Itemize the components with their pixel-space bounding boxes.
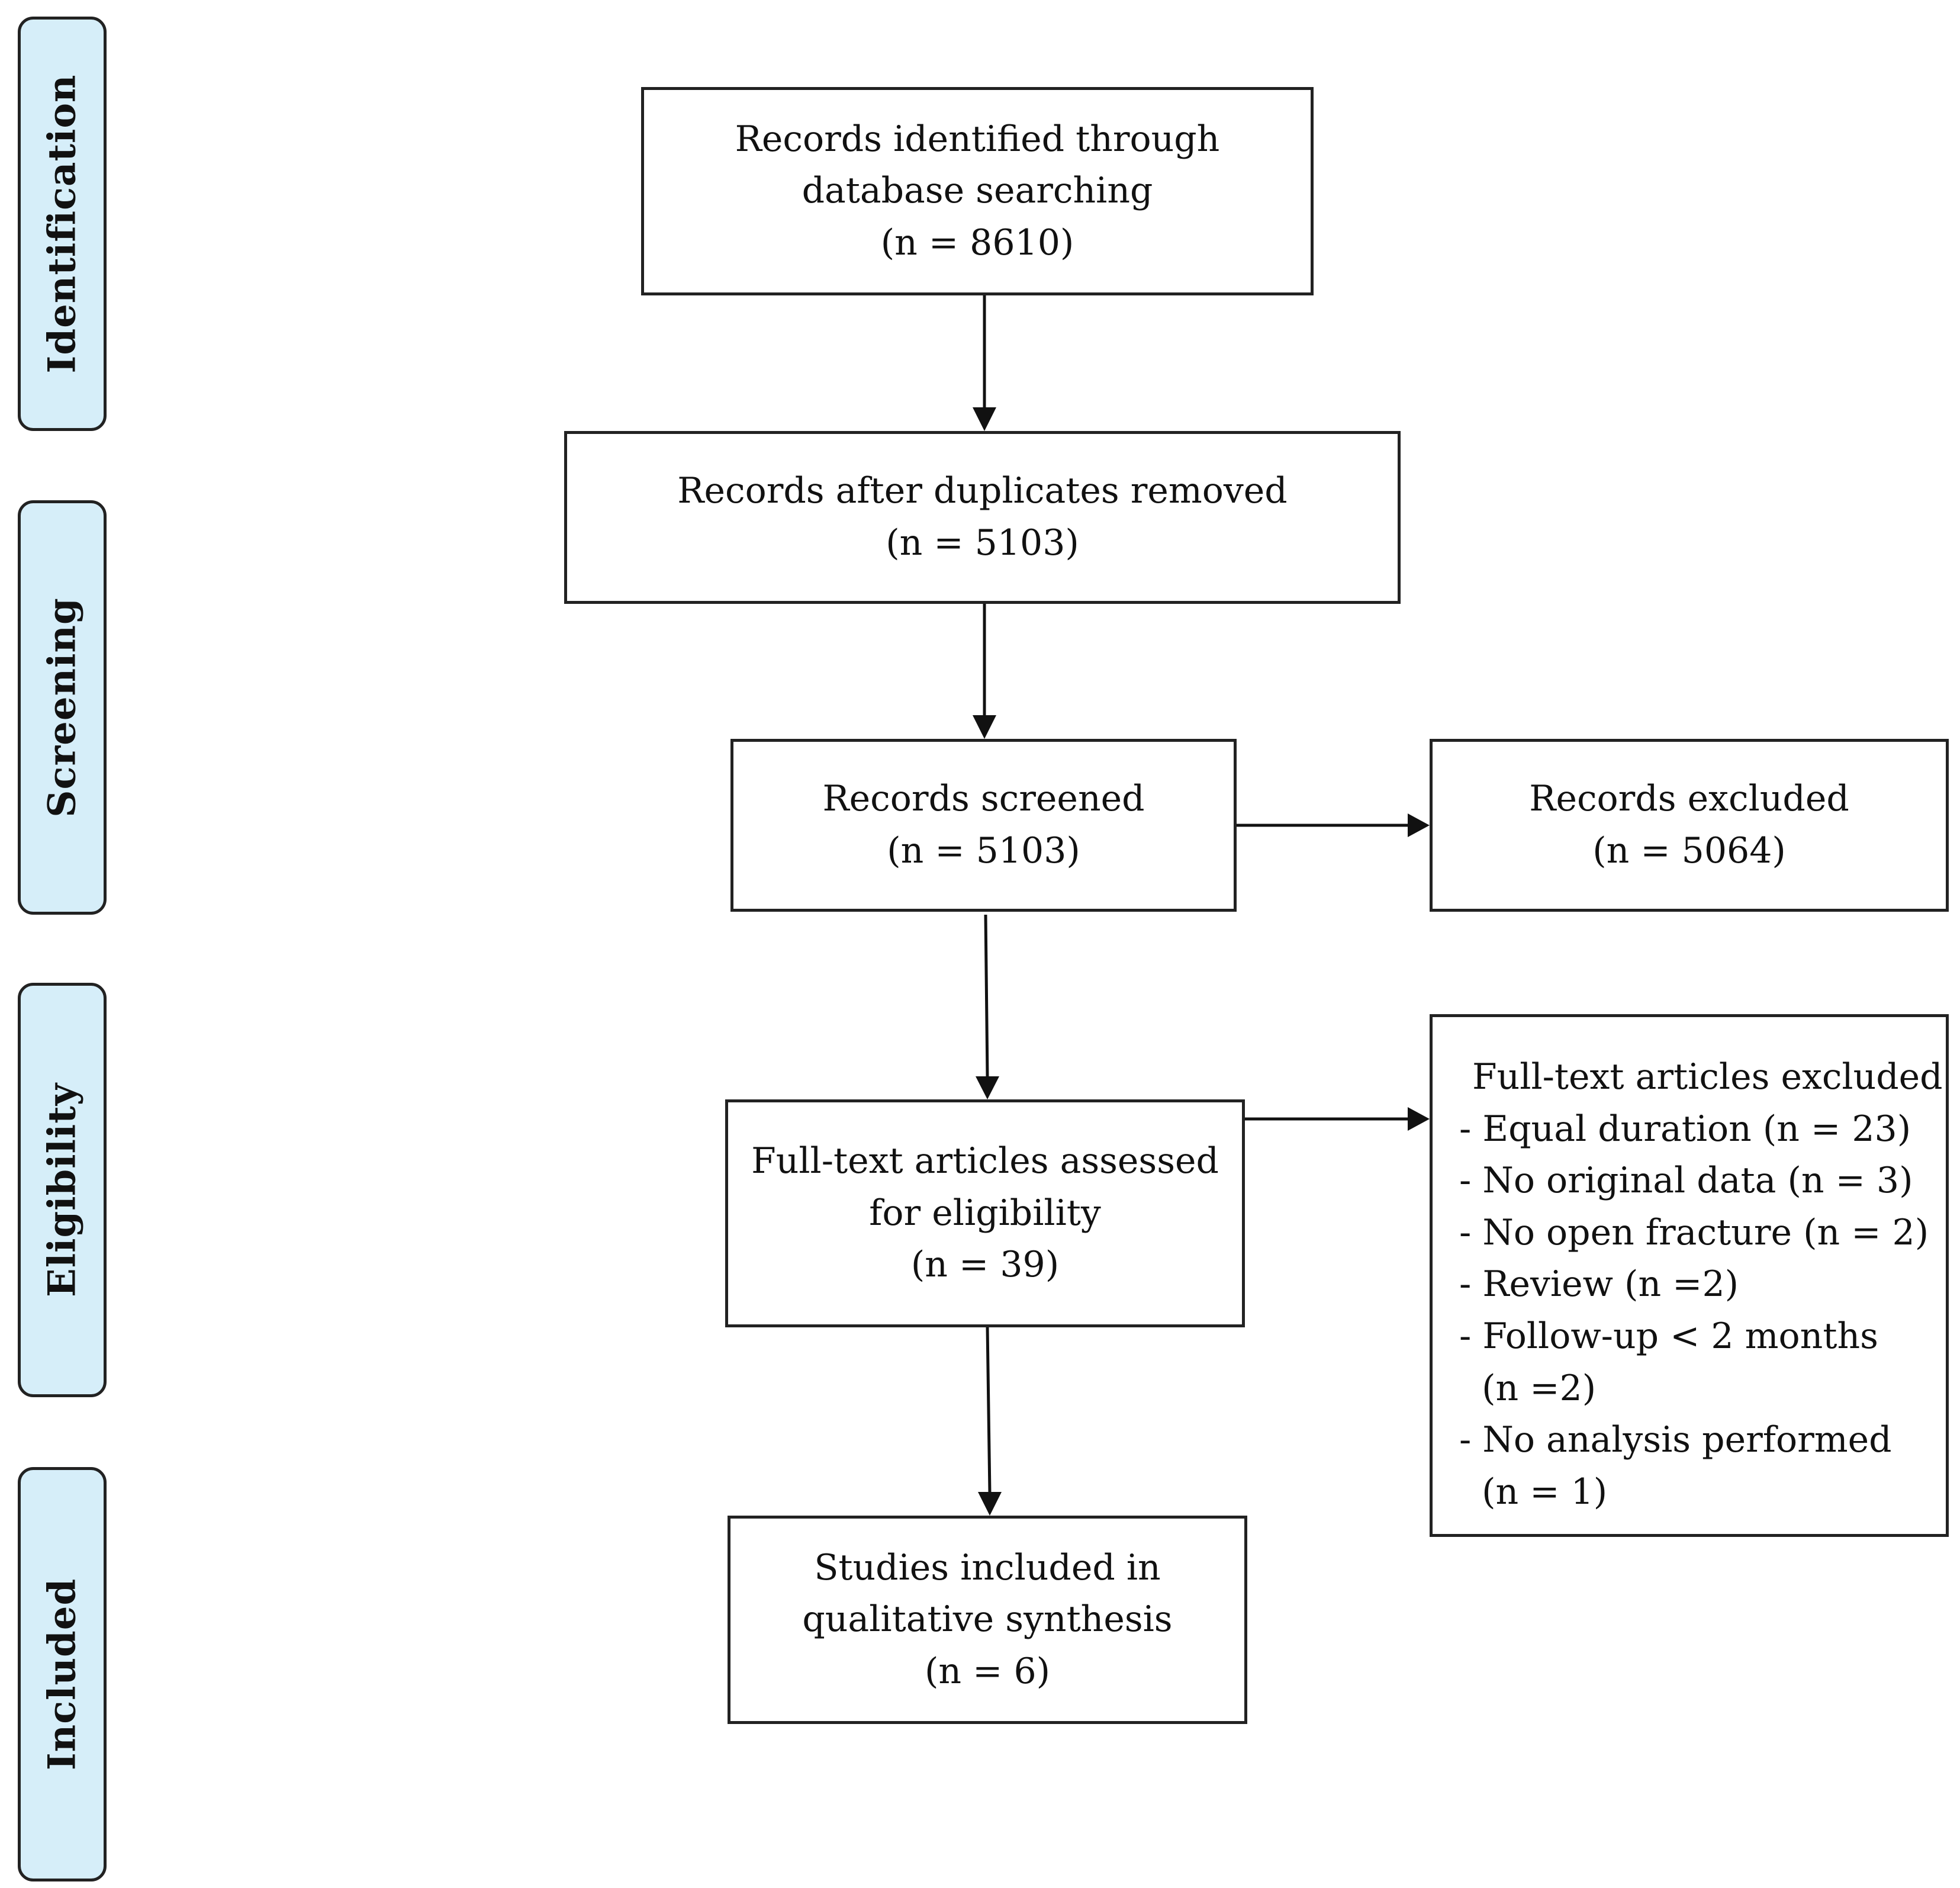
box-records-identified-line2: database searching: [802, 170, 1153, 212]
box-after-duplicates-line1: Records after duplicates removed: [677, 470, 1288, 512]
box-after-duplicates: Records after duplicates removed (n = 51…: [564, 431, 1401, 604]
box-full-text-excluded: Full-text articles excluded - Equal dura…: [1430, 1014, 1949, 1537]
box-full-text-assessed-line2: for eligibility: [869, 1192, 1101, 1234]
arrowhead-fulltext-to-excluded: [1408, 1107, 1430, 1131]
arrowhead-identified-to-dedup: [973, 407, 996, 431]
phase-screening: Screening: [18, 500, 107, 915]
arrowhead-screened-to-fulltext: [976, 1076, 999, 1099]
box-studies-included: Studies included in qualitative synthesi…: [728, 1516, 1247, 1724]
arrowhead-screened-to-excluded: [1408, 813, 1430, 837]
box-records-excluded-line1: Records excluded: [1529, 778, 1849, 820]
arrowhead-dedup-to-screened: [973, 715, 996, 739]
box-full-text-assessed: Full-text articles assessed for eligibil…: [725, 1099, 1245, 1327]
box-records-screened: Records screened (n = 5103): [730, 739, 1237, 912]
exclusion-reason: - Follow-up < 2 months: [1459, 1315, 1878, 1357]
phase-eligibility: Eligibility: [18, 983, 107, 1397]
box-records-excluded: Records excluded (n = 5064): [1430, 739, 1949, 912]
box-studies-included-line2: qualitative synthesis: [802, 1598, 1173, 1641]
box-full-text-assessed-count: (n = 39): [910, 1244, 1060, 1286]
exclusion-reason: - Equal duration (n = 23): [1459, 1108, 1911, 1150]
box-after-duplicates-count: (n = 5103): [886, 522, 1079, 564]
arrow-screened-to-fulltext: [984, 914, 989, 1078]
box-records-identified-line1: Records identified through: [735, 118, 1220, 160]
exclusion-reason: - No original data (n = 3): [1459, 1160, 1913, 1202]
exclusion-reason: (n = 1): [1459, 1471, 1608, 1513]
box-records-identified: Records identified through database sear…: [641, 87, 1314, 295]
box-studies-included-line1: Studies included in: [814, 1546, 1161, 1588]
box-full-text-assessed-line1: Full-text articles assessed: [751, 1140, 1219, 1182]
exclusion-reason: - No analysis performed: [1459, 1419, 1892, 1461]
box-studies-included-count: (n = 6): [924, 1650, 1051, 1692]
phase-identification: Identification: [18, 17, 107, 431]
exclusion-reason: (n =2): [1459, 1367, 1597, 1409]
box-records-excluded-count: (n = 5064): [1592, 830, 1786, 871]
exclusion-reason: - No open fracture (n = 2): [1459, 1211, 1929, 1253]
box-full-text-excluded-title: Full-text articles excluded: [1472, 1056, 1943, 1098]
box-records-screened-line1: Records screened: [822, 778, 1145, 820]
arrow-fulltext-to-included: [986, 1327, 992, 1494]
phase-included: Included: [18, 1467, 107, 1881]
box-records-identified-count: (n = 8610): [880, 221, 1074, 263]
box-records-screened-count: (n = 5103): [887, 830, 1080, 871]
arrowhead-fulltext-to-included: [978, 1492, 1002, 1516]
exclusion-reason: - Review (n =2): [1459, 1263, 1739, 1305]
